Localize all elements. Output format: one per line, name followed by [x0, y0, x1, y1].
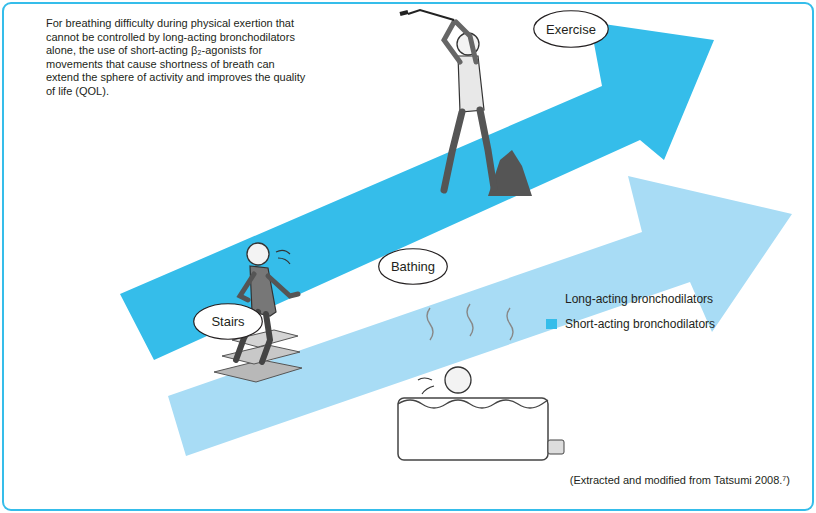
golfer-figure — [400, 10, 532, 196]
illustration-shape — [276, 250, 290, 264]
activity-oval: Exercise — [533, 10, 609, 48]
illustration-shape — [444, 22, 476, 62]
legend-text: Long-acting bronchodilators — [565, 292, 713, 306]
oval-label: Bathing — [391, 259, 435, 274]
illustration-shape — [400, 12, 408, 14]
illustration-shape — [458, 56, 484, 112]
frame-border — [3, 3, 813, 510]
oval-shape — [194, 304, 263, 340]
explanatory-note: For breathing difficulty during physical… — [46, 17, 308, 98]
legend-swatch — [546, 294, 557, 304]
illustration-shape — [398, 400, 548, 408]
illustration-shape — [398, 398, 548, 460]
legend-row: Long-acting bronchodilators — [546, 292, 713, 306]
illustration-shape — [240, 274, 254, 300]
illustration-shape — [427, 304, 513, 340]
illustration-shape — [408, 10, 454, 20]
illustration-shape — [548, 440, 564, 454]
oval-label: Stairs — [211, 314, 244, 329]
oval-shape — [379, 249, 448, 285]
illustration-shape — [247, 243, 269, 265]
activity-oval: Bathing — [378, 248, 448, 285]
activity-oval: Stairs — [193, 303, 263, 340]
source-caption: (Extracted and modified from Tatsumi 200… — [480, 474, 790, 486]
oval-label: Exercise — [546, 22, 596, 37]
legend-swatch — [546, 319, 557, 329]
legend-text: Short-acting bronchodilators — [565, 317, 715, 331]
legend-row: Short-acting bronchodilators — [546, 317, 715, 331]
bathing-figure — [398, 304, 564, 460]
illustration-shape — [444, 110, 494, 190]
illustration-shape — [445, 367, 471, 393]
illustration-shape — [418, 378, 434, 394]
oval-shape — [534, 11, 608, 47]
illustration-shape — [268, 276, 298, 296]
